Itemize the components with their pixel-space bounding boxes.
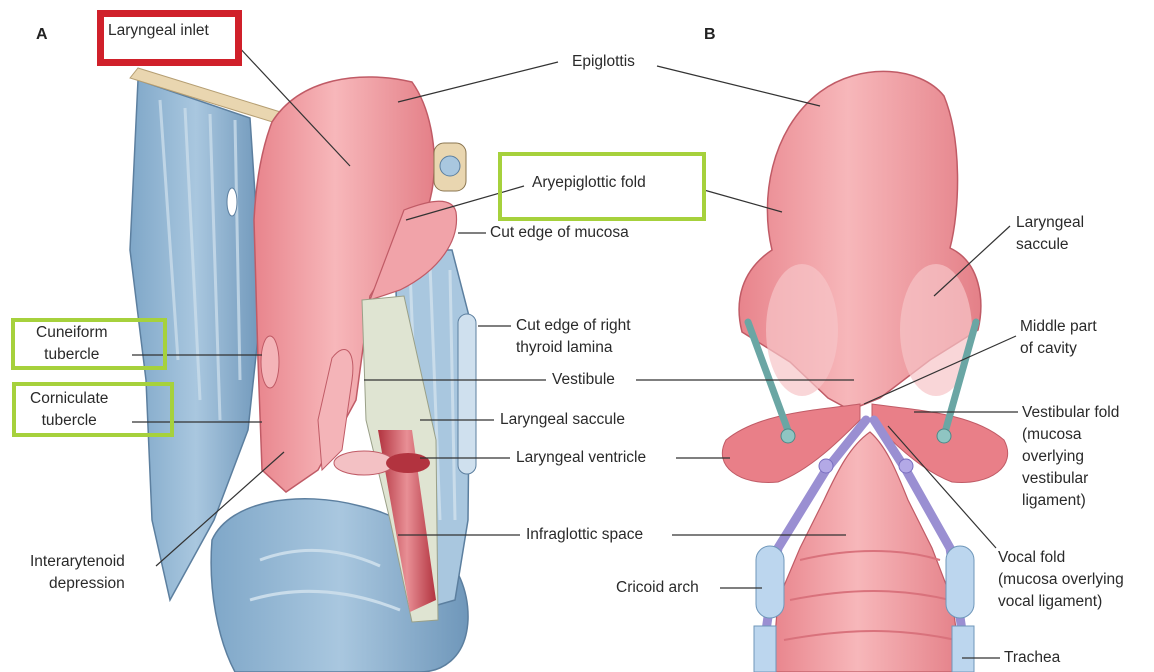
label-aryepiglottic-fold: Aryepiglottic fold <box>532 172 646 194</box>
label-vestibular-fold: Vestibular fold (mucosa overlying vestib… <box>1022 402 1119 512</box>
label-epiglottis: Epiglottis <box>572 51 635 73</box>
label-laryngeal-saccule-a: Laryngeal saccule <box>500 409 625 431</box>
cuneiform-bump <box>261 336 279 388</box>
label-laryngeal-saccule-b: Laryngeal saccule <box>1016 212 1084 256</box>
label-cuneiform-tubercle: Cuneiform tubercle <box>36 322 108 366</box>
label-cut-edge-thyroid: Cut edge of right thyroid lamina <box>516 315 631 359</box>
laryngeal-ventricle-shape <box>334 451 394 475</box>
saccule-left-b <box>766 264 838 396</box>
label-vestibule: Vestibule <box>552 369 615 391</box>
label-trachea: Trachea <box>1004 647 1060 669</box>
panel-a-drawing <box>130 68 476 672</box>
cricoid-arch-left <box>756 546 784 618</box>
label-middle-part-cavity: Middle part of cavity <box>1020 316 1097 360</box>
label-corniculate-tubercle: Corniculate tubercle <box>30 388 108 432</box>
thyroid-foramen <box>227 188 237 216</box>
label-laryngeal-inlet: Laryngeal inlet <box>108 20 209 42</box>
label-laryngeal-ventricle: Laryngeal ventricle <box>516 447 646 469</box>
cut-thyroid-edge <box>458 314 476 474</box>
label-cut-edge-mucosa: Cut edge of mucosa <box>490 222 629 244</box>
label-vocal-fold: Vocal fold (mucosa overlying vocal ligam… <box>998 547 1124 613</box>
label-interarytenoid-depression: Interarytenoid depression <box>30 551 125 595</box>
panel-letter-b: B <box>704 26 716 44</box>
panel-letter-a: A <box>36 26 48 44</box>
label-infraglottic-space: Infraglottic space <box>526 524 643 546</box>
panel-b-drawing <box>722 71 1007 672</box>
label-cricoid-arch: Cricoid arch <box>616 577 699 599</box>
cricoid-arch-right <box>946 546 974 618</box>
